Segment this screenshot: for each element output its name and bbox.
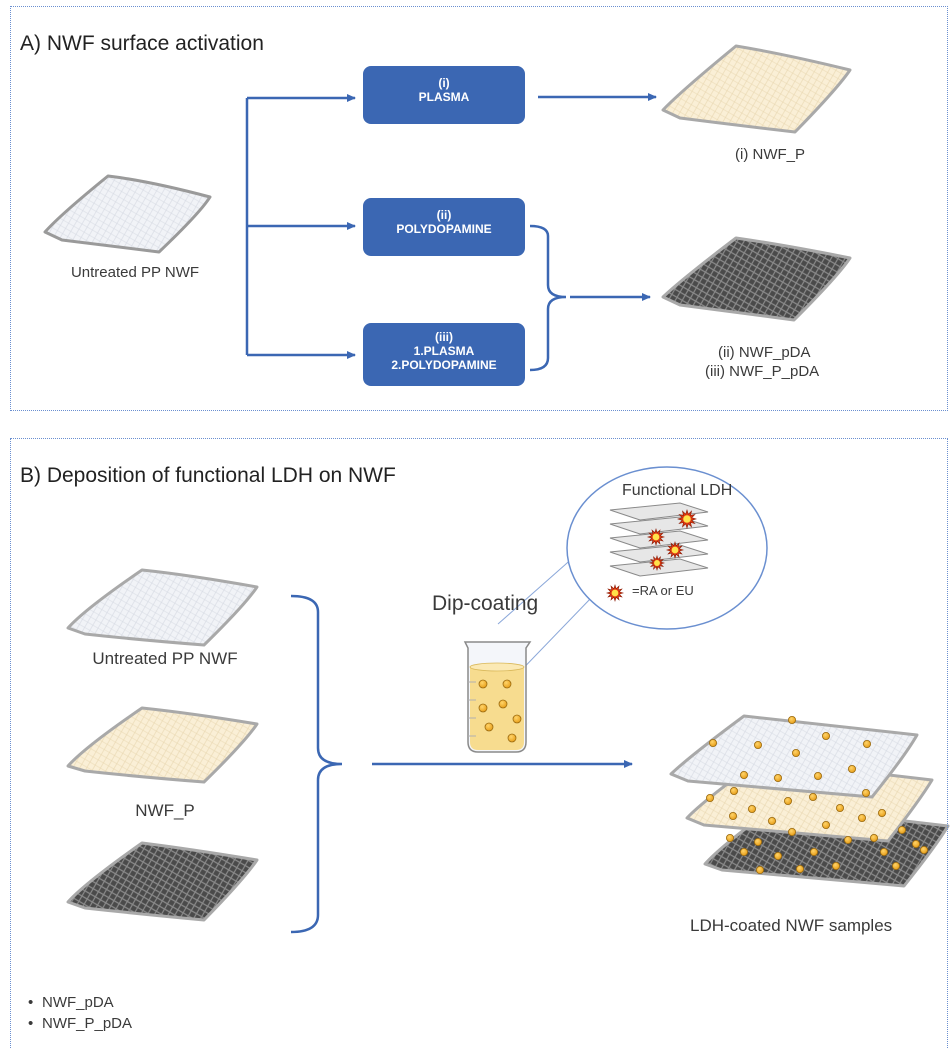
nwf-p-fabric-label: NWF_P <box>135 801 195 820</box>
fabric-sheet-icon <box>661 236 852 322</box>
ldh-particle <box>788 828 797 837</box>
result-nwf-pda-label: (ii) NWF_pDA <box>718 344 811 361</box>
ldh-particle <box>880 848 889 857</box>
sun-molecule-icon <box>605 508 698 603</box>
step-line: POLYDOPAMINE <box>396 222 492 236</box>
ldh-particle <box>814 772 823 781</box>
branch-arrows <box>245 93 657 372</box>
ldh-particle <box>478 679 488 689</box>
panel-surface-activation <box>10 6 948 411</box>
ldh-particle <box>740 771 749 780</box>
ldh-particle <box>484 722 494 732</box>
ldh-particle <box>774 774 783 783</box>
step-line: PLASMA <box>418 90 470 104</box>
fabric-sheet-icon <box>669 714 919 799</box>
ldh-particle <box>740 848 749 857</box>
result-nwf-p-pda-label: (iii) NWF_P_pDA <box>705 363 820 380</box>
ldh-particle <box>920 846 929 855</box>
ldh-particle <box>878 809 887 818</box>
ldh-particle <box>810 848 819 857</box>
step-number: (i) <box>438 76 450 90</box>
ldh-coated-label: LDH-coated NWF samples <box>690 916 893 935</box>
ldh-particle <box>898 826 907 835</box>
untreated-label: Untreated PP NWF <box>70 264 200 281</box>
sun-molecule-icon <box>648 554 666 572</box>
ldh-particle <box>844 836 853 845</box>
dip-coating-label: Dip-coating <box>432 592 539 615</box>
ldh-particle <box>748 805 757 814</box>
fabric-sheet-icon <box>66 841 259 922</box>
ldh-particle <box>478 703 488 713</box>
ldh-particle <box>730 787 739 796</box>
ldh-particle <box>512 714 522 724</box>
ldh-particle <box>502 679 512 689</box>
ldh-particle <box>774 852 783 861</box>
ldh-particle <box>912 840 921 849</box>
ldh-particle <box>832 862 841 871</box>
step-number: (ii) <box>436 208 452 222</box>
bullet-text: NWF_pDA <box>42 994 114 1011</box>
bracket-icon <box>290 594 633 934</box>
ldh-particle <box>756 866 765 875</box>
sun-molecule-icon <box>665 540 685 560</box>
bullet-dot: • <box>28 994 34 1011</box>
ldh-particle <box>498 699 508 709</box>
legend-text: =RA or EU <box>632 583 694 598</box>
panel-ldh-deposition <box>10 438 948 1048</box>
panel-a-title: A) NWF surface activation <box>20 32 264 55</box>
ldh-particle <box>848 765 857 774</box>
ldh-particle <box>729 812 738 821</box>
ldh-particle <box>754 838 763 847</box>
sun-molecule-icon <box>646 527 666 547</box>
ldh-particle <box>858 814 867 823</box>
step-number: (iii) <box>435 330 453 344</box>
plasma-polydopamine-step-box: (iii) 1.PLASMA 2.POLYDOPAMINE <box>363 323 525 386</box>
beaker-icon <box>463 641 532 753</box>
ldh-particle <box>809 793 818 802</box>
fabric-sheet-icon <box>43 174 212 254</box>
plasma-step-box: (i) PLASMA <box>363 66 525 124</box>
panel-b-title: B) Deposition of functional LDH on NWF <box>20 464 396 487</box>
fabric-sheet-icon <box>661 44 852 134</box>
fabric-sheet-icon <box>66 568 259 647</box>
list-item: • NWF_pDA <box>28 994 114 1011</box>
result-nwf-p-label: (i) NWF_P <box>735 146 805 163</box>
sun-molecule-icon <box>605 583 625 603</box>
ldh-particle <box>870 834 879 843</box>
ldh-particle <box>863 740 872 749</box>
ldh-particle <box>754 741 763 750</box>
untreated-fabric-label: Untreated PP NWF <box>92 649 238 668</box>
ldh-particle <box>822 732 831 741</box>
ldh-particle <box>726 834 735 843</box>
list-item: • NWF_P_pDA <box>28 1015 132 1032</box>
ldh-particles <box>706 716 929 875</box>
ldh-particle <box>892 862 901 871</box>
sun-molecule-icon <box>676 508 698 530</box>
step-line: 1.PLASMA <box>413 344 475 358</box>
ldh-particle <box>784 797 793 806</box>
ldh-particle <box>836 804 845 813</box>
ldh-particle <box>862 789 871 798</box>
ldh-particle <box>507 733 517 743</box>
ldh-particle <box>822 821 831 830</box>
ldh-particle <box>796 865 805 874</box>
ldh-particle <box>792 749 801 758</box>
ldh-particle <box>788 716 797 725</box>
fabric-sheet-icon <box>66 706 259 784</box>
step-line: 2.POLYDOPAMINE <box>391 358 497 372</box>
ldh-particle <box>768 817 777 826</box>
bullet-text: NWF_P_pDA <box>42 1015 133 1032</box>
polydopamine-step-box: (ii) POLYDOPAMINE <box>363 198 525 256</box>
ldh-particle <box>709 739 718 748</box>
bullet-dot: • <box>28 1015 34 1032</box>
functional-ldh-title: Functional LDH <box>622 482 733 499</box>
ldh-particle <box>706 794 715 803</box>
